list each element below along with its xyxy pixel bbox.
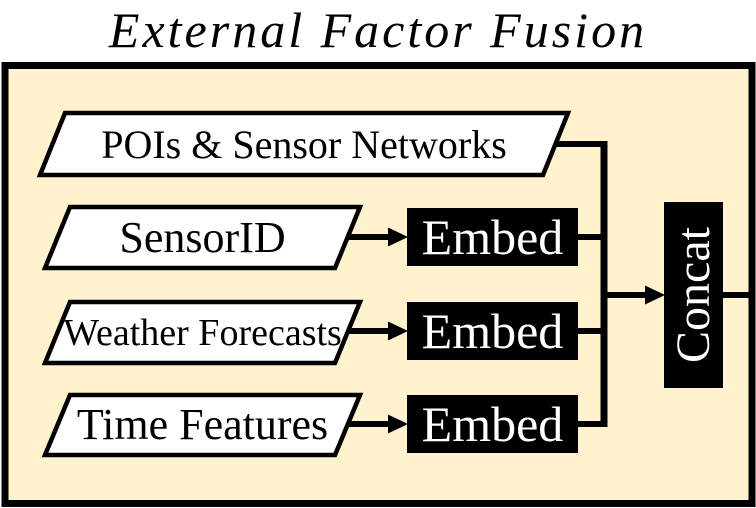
node-label-sensorid: SensorID: [119, 212, 286, 262]
embed-label-3: Embed: [421, 396, 564, 452]
diagram-title: External Factor Fusion: [108, 2, 648, 58]
concat-label: Concat: [664, 202, 723, 388]
parallelogram-time-features: [41, 392, 364, 458]
embed-box-1: [407, 208, 578, 266]
node-label-weather-forecasts: Weather Forecasts: [63, 311, 342, 354]
embed-box-2: [407, 302, 578, 360]
arrow-sensorid-to-embed-head: [388, 227, 408, 247]
embed-label-1: Embed: [421, 209, 564, 265]
embed-box-3: [407, 395, 578, 453]
node-label-pois-sensor-networks: POIs & Sensor Networks: [101, 121, 507, 167]
arrow-time-to-embed-head: [388, 414, 408, 434]
parallelogram-pois-sensor-networks: [36, 110, 572, 178]
concat-label-text: Concat: [666, 227, 720, 363]
parallelogram-weather-forecasts: [41, 299, 364, 366]
embed-label-2: Embed: [421, 303, 564, 359]
node-label-time-features: Time Features: [76, 400, 329, 449]
arrow-bus-to-concat-head: [645, 285, 665, 305]
concat-box: [664, 202, 723, 388]
arrow-weather-to-embed-head: [388, 321, 408, 341]
parallelogram-sensorid: [41, 204, 364, 271]
